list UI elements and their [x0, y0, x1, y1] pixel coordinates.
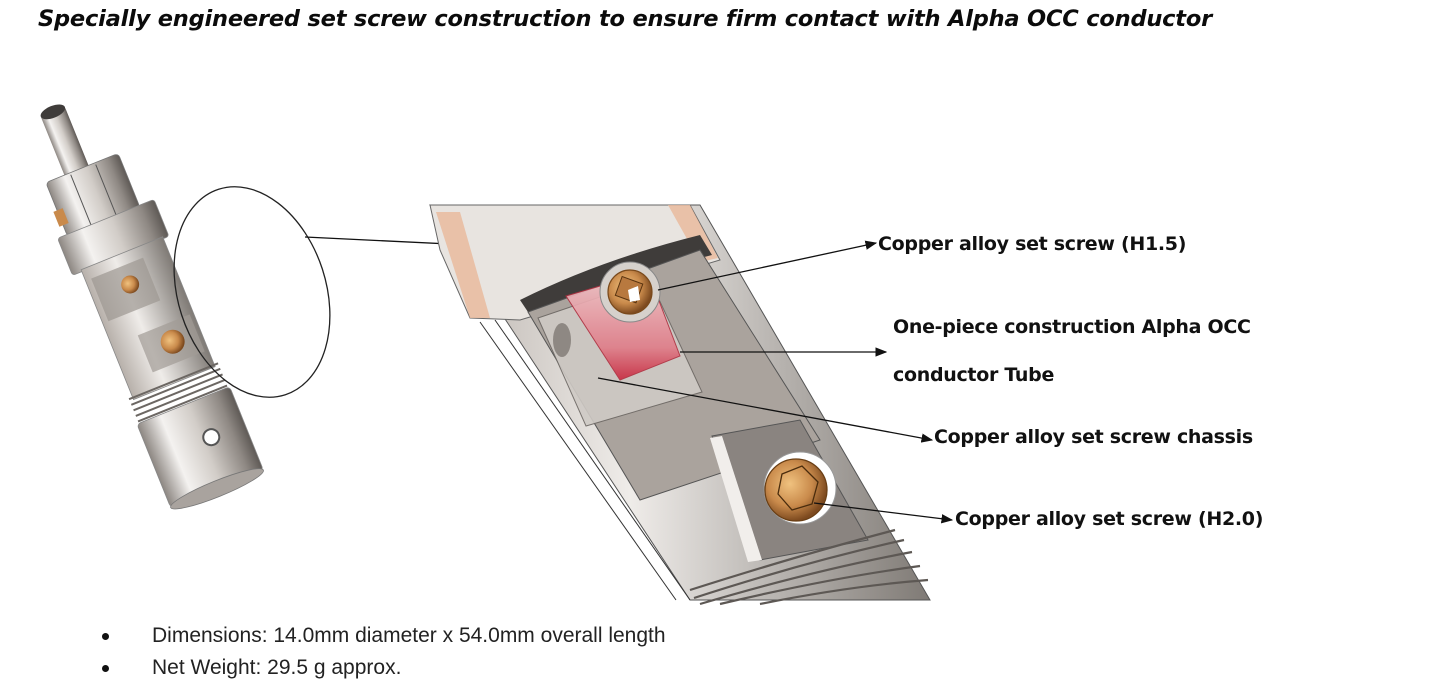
bullet-icon: [102, 665, 109, 672]
spec-text: Dimensions: 14.0mm diameter x 54.0mm ove…: [152, 624, 666, 647]
spec-list: Dimensions: 14.0mm diameter x 54.0mm ove…: [102, 620, 666, 684]
arrow-h20: [813, 502, 954, 524]
overview-screw-h15: [121, 275, 140, 294]
pin-tip: [40, 104, 66, 120]
middle-body: [80, 236, 216, 401]
overview-threads: [128, 362, 228, 423]
spec-text: Net Weight: 29.5 g approx.: [152, 656, 402, 679]
callout-conductor-tube-line1: One-piece construction Alpha OCC: [893, 316, 1251, 338]
arrow-h15: [657, 240, 878, 291]
bullet-icon: [102, 633, 109, 640]
page-title: Specially engineered set screw construct…: [38, 6, 1213, 32]
arrow-chassis: [597, 377, 934, 443]
barrel-hole: [202, 428, 221, 447]
detail-circle: [173, 186, 331, 398]
spec-item-weight: Net Weight: 29.5 g approx.: [102, 652, 666, 684]
callout-set-screw-h20: Copper alloy set screw (H2.0): [955, 508, 1264, 530]
overview-screw-h20: [160, 329, 185, 354]
spec-item-dimensions: Dimensions: 14.0mm diameter x 54.0mm ove…: [102, 620, 666, 652]
set-screw-h20: [763, 451, 837, 525]
detail-cutaway: [429, 204, 931, 606]
set-screw-h15: [599, 261, 661, 323]
overview-plug: [40, 104, 264, 510]
detail-threads: [689, 528, 929, 606]
callout-set-screw-chassis: Copper alloy set screw chassis: [934, 426, 1253, 448]
callout-conductor-tube-line2: conductor Tube: [893, 364, 1055, 386]
callout-set-screw-h15: Copper alloy set screw (H1.5): [878, 233, 1187, 255]
